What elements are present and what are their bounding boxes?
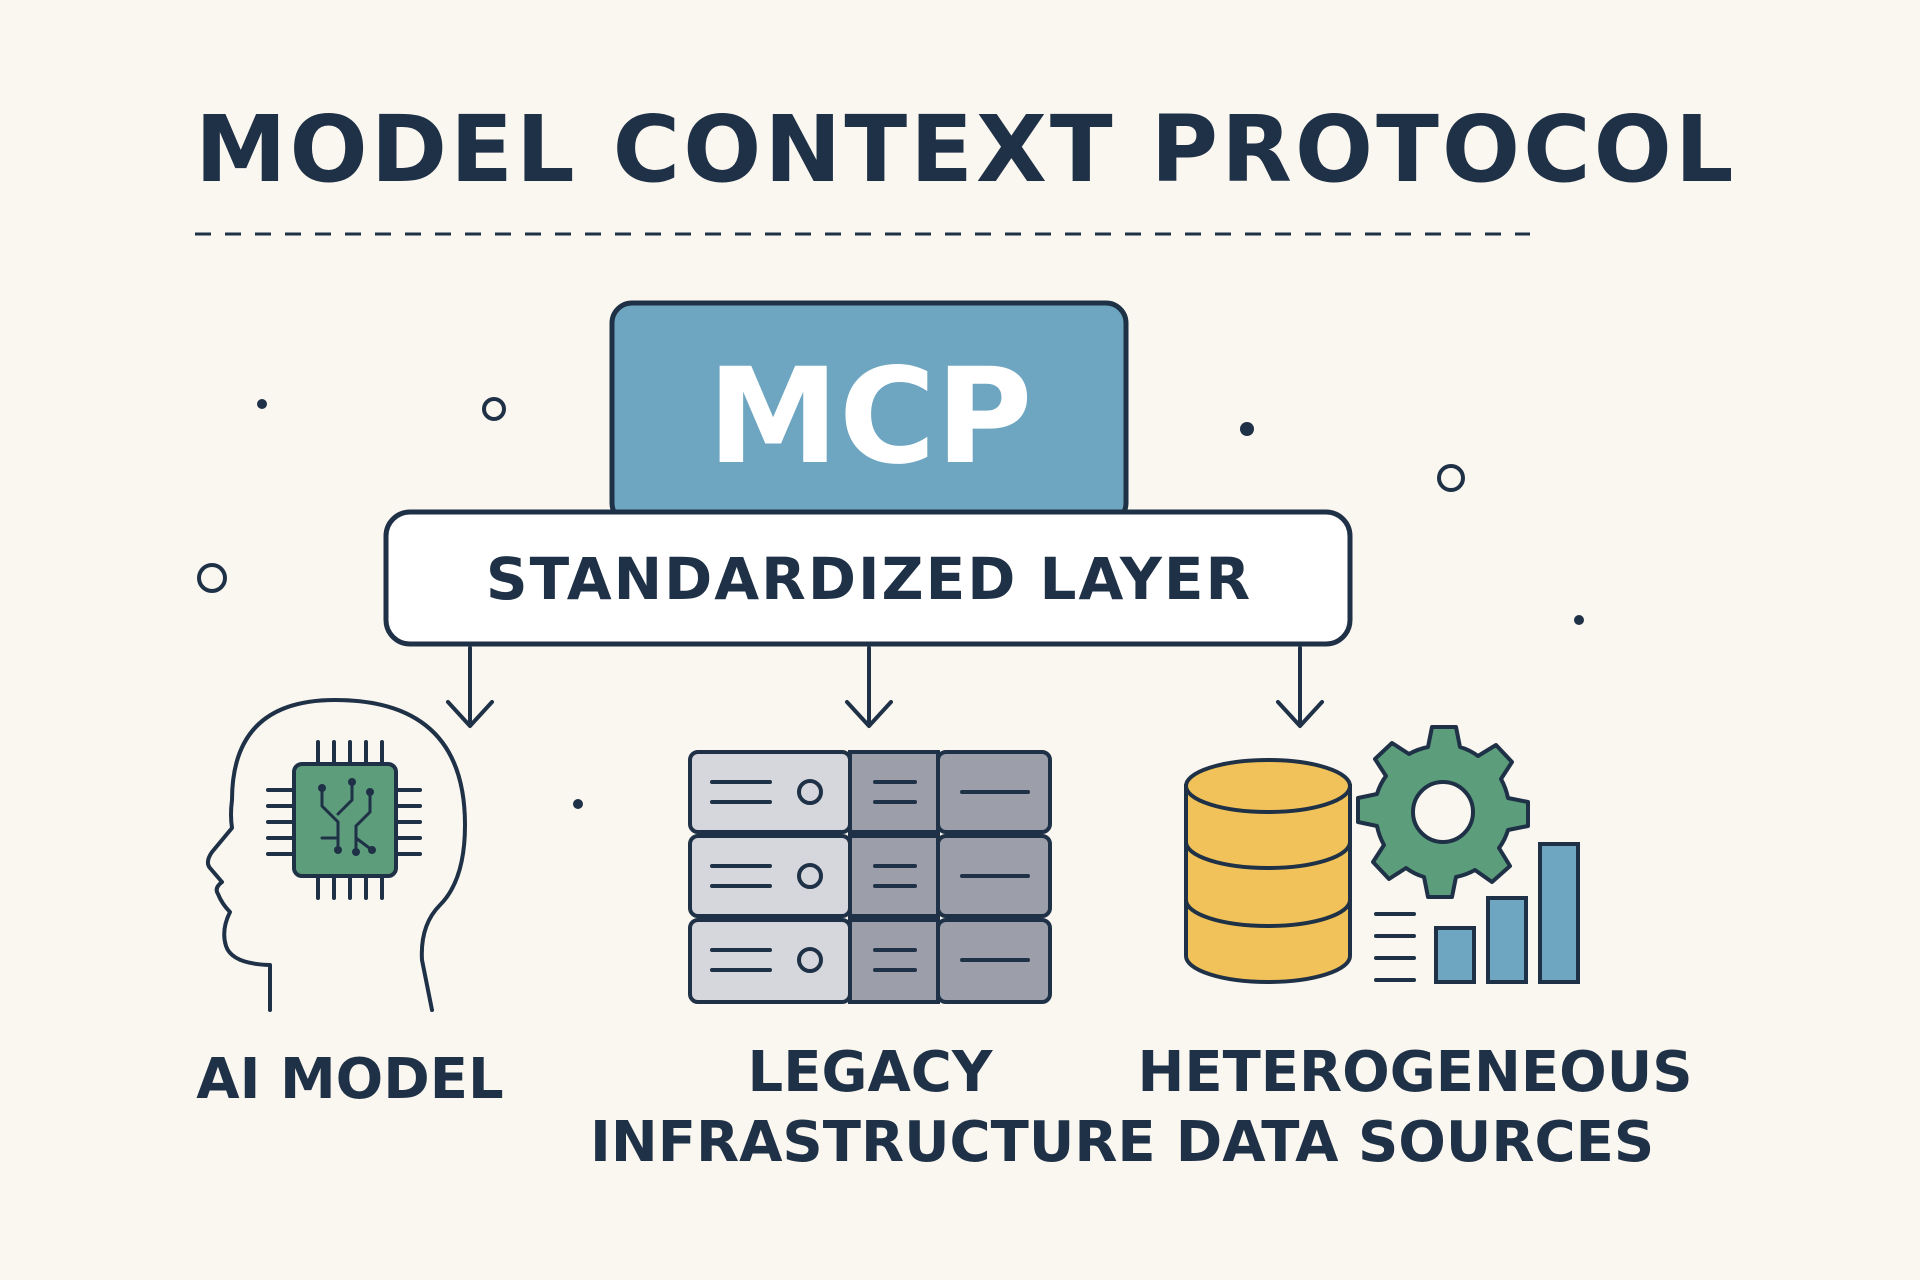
server-unit bbox=[688, 750, 1052, 834]
legacy-infrastructure-label: LEGACY INFRASTRUCTURE bbox=[590, 1038, 1156, 1178]
chip-circuit bbox=[320, 780, 374, 854]
database-gear-bar-chart-icon bbox=[1184, 725, 1580, 984]
gear-icon bbox=[1356, 725, 1530, 899]
arrow-to-hetero bbox=[1276, 646, 1324, 728]
legacy-label-line-2: INFRASTRUCTURE bbox=[590, 1110, 1156, 1175]
arrow-to-legacy bbox=[845, 646, 893, 728]
standardized-layer-label: STANDARDIZED LAYER bbox=[485, 545, 1253, 613]
ring-dot bbox=[482, 397, 506, 421]
hetero-label-line-2: DATA SOURCES bbox=[1175, 1110, 1655, 1175]
dot bbox=[573, 799, 583, 809]
arrows bbox=[446, 646, 1324, 728]
hetero-label-line-1: HETEROGENEOUS bbox=[1137, 1040, 1693, 1105]
dot bbox=[1240, 422, 1254, 436]
ai-model-label-line: AI MODEL bbox=[196, 1047, 504, 1112]
arrow-to-ai-model bbox=[446, 646, 494, 728]
ring-dot bbox=[1437, 464, 1465, 492]
database-icon bbox=[1184, 758, 1352, 984]
head-with-chip-icon bbox=[205, 698, 467, 1012]
dot bbox=[257, 399, 267, 409]
head-outline bbox=[205, 698, 467, 1012]
ring-dot bbox=[197, 563, 227, 593]
bar bbox=[1538, 842, 1580, 984]
bar-chart-icon bbox=[1374, 842, 1580, 984]
bar bbox=[1434, 926, 1476, 984]
server-unit bbox=[688, 834, 1052, 918]
heterogeneous-data-sources-label: HETEROGENEOUS DATA SOURCES bbox=[1130, 1038, 1700, 1178]
legacy-label-line-1: LEGACY bbox=[747, 1040, 993, 1105]
server-unit bbox=[688, 918, 1052, 1004]
dot bbox=[1574, 615, 1584, 625]
page-title: MODEL CONTEXT PROTOCOL bbox=[195, 96, 1737, 203]
chip bbox=[292, 762, 398, 878]
bar bbox=[1486, 896, 1528, 984]
mcp-label: MCP bbox=[707, 340, 1033, 494]
decorative-dots bbox=[197, 397, 1584, 809]
ai-model-label: AI MODEL bbox=[150, 1045, 550, 1115]
standardized-layer-box bbox=[383, 509, 1353, 647]
server-rack-icon bbox=[688, 750, 1052, 1004]
